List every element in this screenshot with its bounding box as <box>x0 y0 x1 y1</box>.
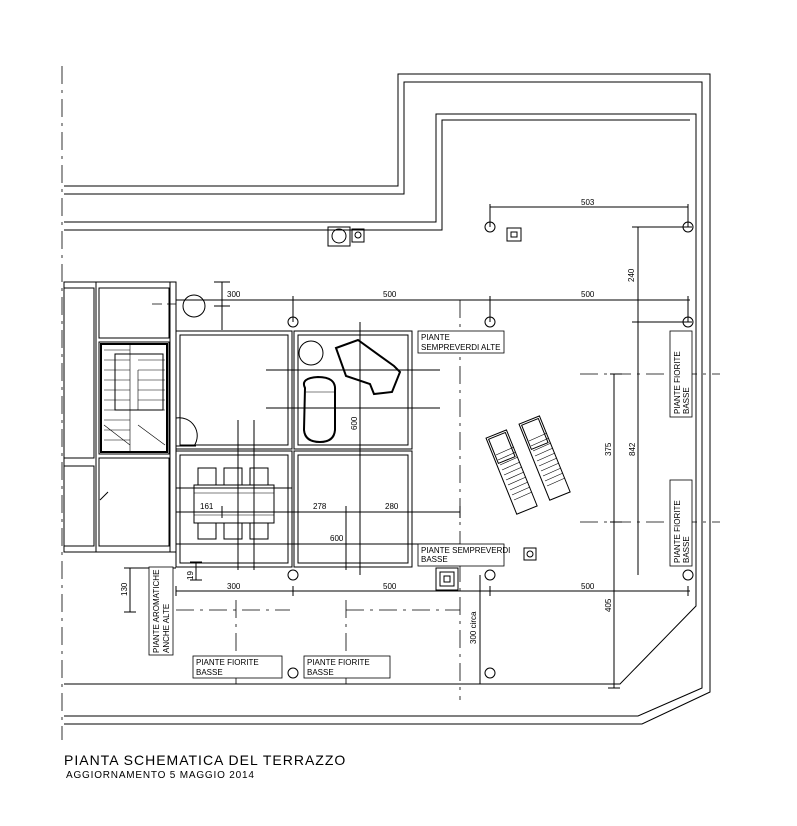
dim-600-h: 600 <box>330 534 344 543</box>
label-sempreverdi-alte: PIANTE SEMPREVERDI ALTE <box>417 330 505 354</box>
svg-text:BASSE: BASSE <box>682 387 691 414</box>
dim-240: 240 <box>627 268 636 282</box>
svg-text:PIANTE FIORITE: PIANTE FIORITE <box>307 658 370 667</box>
drawing-subtitle: AGGIORNAMENTO 5 MAGGIO 2014 <box>66 770 255 781</box>
label-aromatiche: PIANTE AROMATICHE ANCHE ALTE <box>148 566 174 656</box>
staircase <box>100 343 168 453</box>
svg-text:PIANTE SEMPREVERDI: PIANTE SEMPREVERDI <box>421 546 510 555</box>
dim-500-bottom-a: 500 <box>383 582 397 591</box>
left-building <box>63 281 198 553</box>
dim-130: 130 <box>120 582 129 596</box>
svg-text:BASSE: BASSE <box>196 668 223 677</box>
furniture <box>193 338 571 540</box>
svg-text:BASSE: BASSE <box>421 555 448 564</box>
dim-280: 280 <box>385 502 399 511</box>
label-sempreverdi-basse: PIANTE SEMPREVERDI BASSE <box>417 543 510 567</box>
dim-500-bottom-b: 500 <box>581 582 595 591</box>
svg-text:BASSE: BASSE <box>682 536 691 563</box>
svg-text:PIANTE FIORITE: PIANTE FIORITE <box>196 658 259 667</box>
wall-fixtures <box>327 226 365 247</box>
outer-walls <box>61 66 711 740</box>
dim-161: 161 <box>200 502 214 511</box>
dimension-labels: 503 240 300 500 500 375 842 600 161 278 … <box>120 198 637 644</box>
dim-375: 375 <box>604 442 613 456</box>
label-fiorite-basse-2: PIANTE FIORITE BASSE <box>303 655 391 679</box>
label-fiorite-basse-right-bottom: PIANTE FIORITE BASSE <box>669 479 693 567</box>
label-fiorite-basse-right-top: PIANTE FIORITE BASSE <box>669 330 693 418</box>
dim-842: 842 <box>628 442 637 456</box>
svg-text:ANCHE ALTE: ANCHE ALTE <box>162 604 171 653</box>
svg-text:PIANTE AROMATICHE: PIANTE AROMATICHE <box>152 570 161 653</box>
svg-text:PIANTE: PIANTE <box>421 333 450 342</box>
dim-300-circa: 300 circa <box>469 611 478 644</box>
drawing-title: PIANTA SCHEMATICA DEL TERRAZZO <box>64 752 347 768</box>
dim-503: 503 <box>581 198 595 207</box>
svg-text:SEMPREVERDI ALTE: SEMPREVERDI ALTE <box>421 343 500 352</box>
svg-text:PIANTE FIORITE: PIANTE FIORITE <box>673 500 682 563</box>
dim-500-top-a: 500 <box>383 290 397 299</box>
dim-300-bottom: 300 <box>227 582 241 591</box>
label-fiorite-basse-1: PIANTE FIORITE BASSE <box>192 655 283 679</box>
dim-405: 405 <box>604 598 613 612</box>
lounger-slats <box>495 432 566 501</box>
dim-600-v: 600 <box>350 416 359 430</box>
plant-labels: PIANTE SEMPREVERDI ALTE PIANTE SEMPREVER… <box>148 330 693 679</box>
svg-text:PIANTE FIORITE: PIANTE FIORITE <box>673 351 682 414</box>
deck-panels <box>175 330 413 568</box>
dim-300-top: 300 <box>227 290 241 299</box>
dimension-lines <box>124 204 692 689</box>
dim-500-top-b: 500 <box>581 290 595 299</box>
svg-text:BASSE: BASSE <box>307 668 334 677</box>
dim-19: 19 <box>186 571 195 580</box>
dim-278: 278 <box>313 502 327 511</box>
